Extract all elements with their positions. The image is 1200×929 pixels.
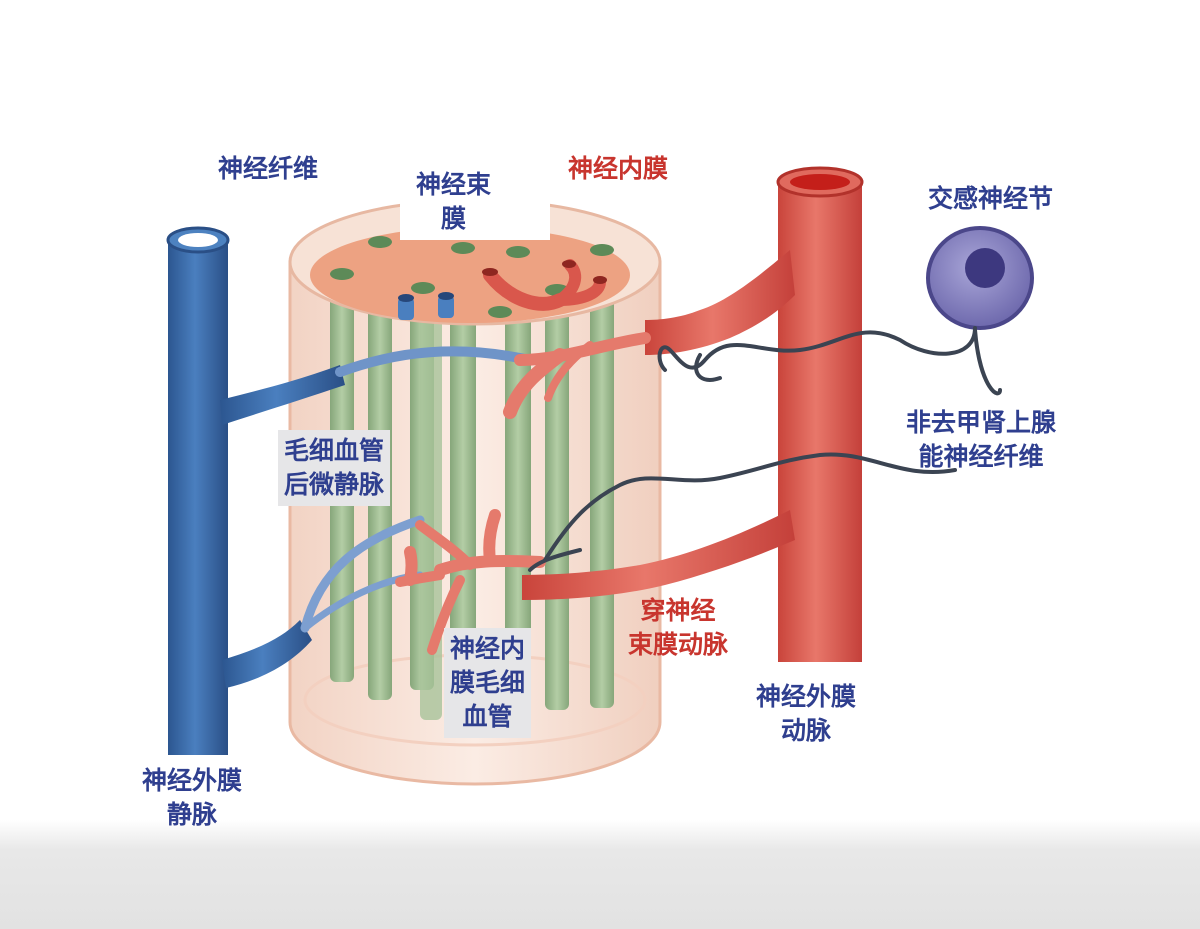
- label-noradrenergic-fiber: 非去甲肾上腺 能神经纤维: [906, 408, 1057, 471]
- epineurial-vein: [166, 226, 345, 755]
- label-epineurial-artery: 神经外膜 动脉: [756, 682, 857, 745]
- label-endoneurial-capillary: 神经内 膜毛细 血管: [444, 628, 532, 738]
- label-postcapillary-venule: 毛细血管 后微静脉: [278, 430, 391, 506]
- label-backdrop: [400, 160, 550, 240]
- label-nerve-fiber: 神经纤维: [218, 154, 319, 183]
- epineurial-artery: [522, 166, 864, 662]
- label-perineurium: 神经束 膜: [416, 170, 492, 233]
- nerve-top-face: [288, 198, 662, 326]
- endoneurial-arterioles: [395, 332, 651, 655]
- label-epineurial-vein: 神经外膜 静脉: [142, 766, 243, 829]
- label-transperineurial-artery: 穿神经 束膜动脉: [628, 596, 729, 659]
- label-endoneurium: 神经内膜: [568, 154, 669, 183]
- noradrenergic-nerve-fibers: [528, 326, 1002, 572]
- sympathetic-ganglion: [926, 226, 1034, 330]
- label-sympathetic-ganglion: 交感神经节: [928, 184, 1054, 213]
